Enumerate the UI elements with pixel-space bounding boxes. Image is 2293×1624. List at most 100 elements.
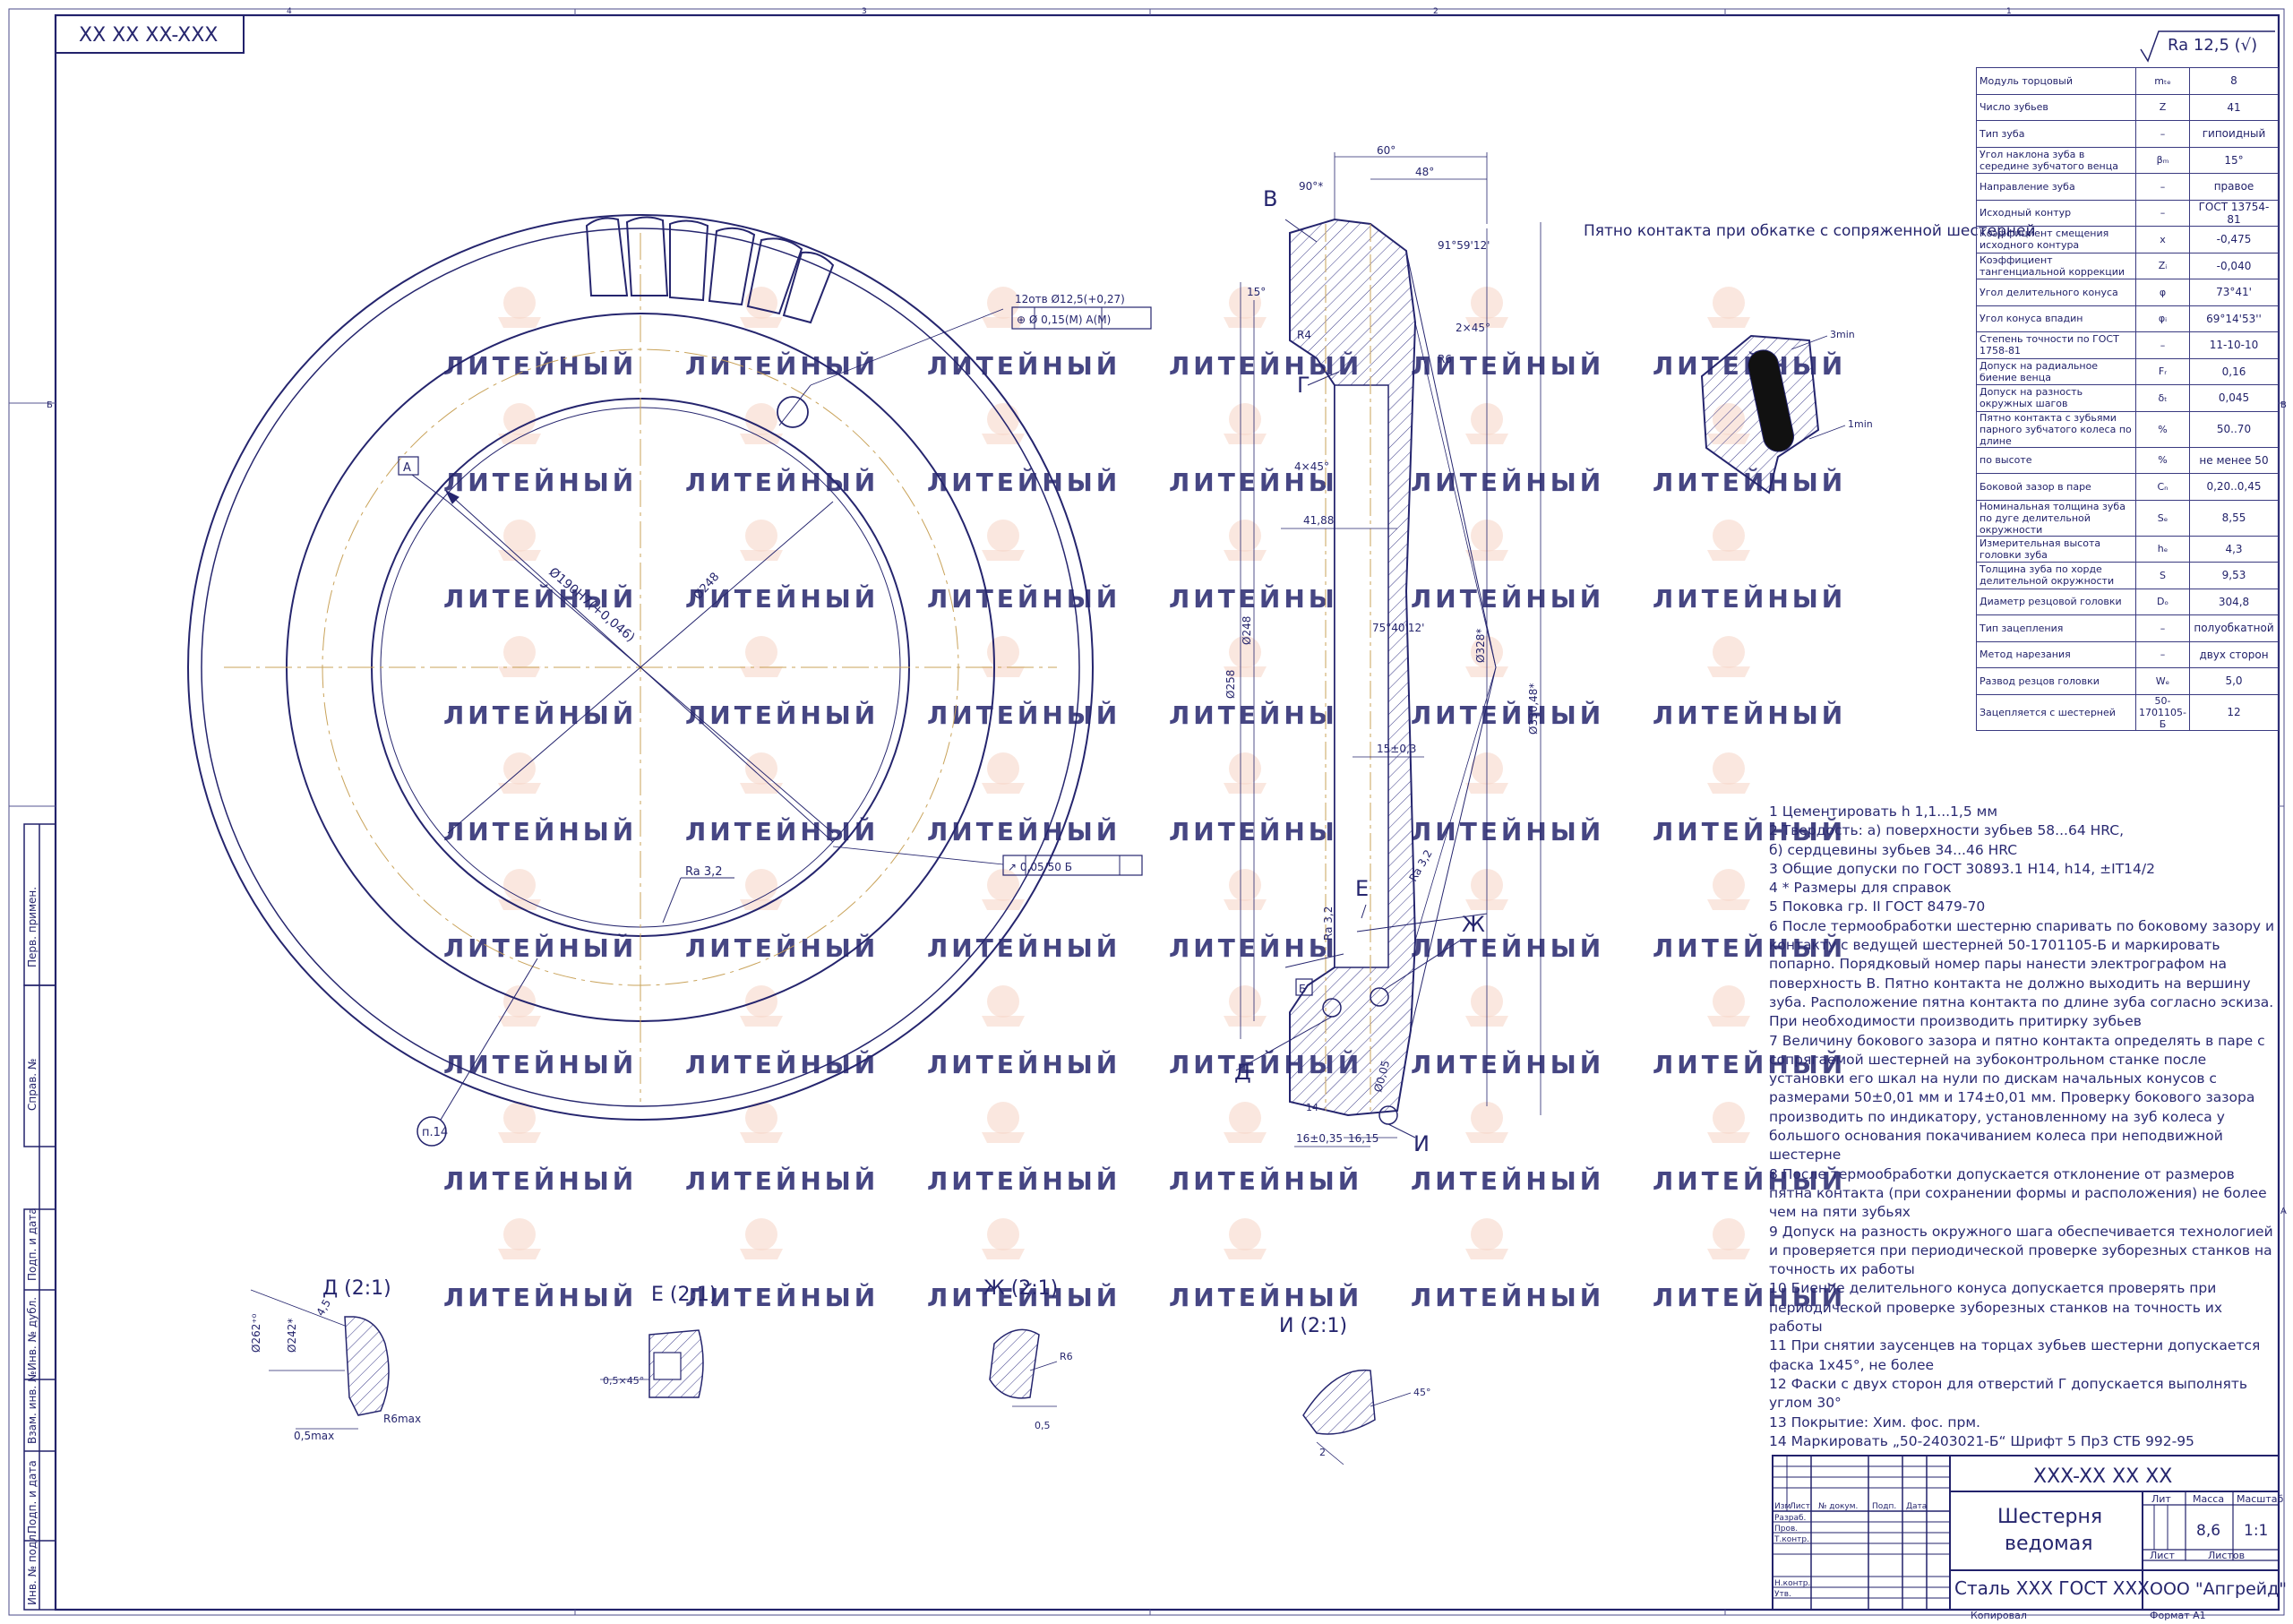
- param-name: Диаметр резцовой головки: [1975, 588, 2137, 615]
- zone-number-1: 1: [2006, 7, 2012, 16]
- front-ra-label: Ra 3,2: [685, 865, 723, 879]
- front-position-tol: ⊕ Ø 0,15(M) A(M): [1017, 314, 1111, 326]
- front-runout-tol: ↗ 0,05/50 Б: [1008, 861, 1072, 873]
- watermark-18: ЛИТЕЙНЫЙ: [1653, 583, 1846, 614]
- side-label-1: Перв. примен.: [26, 887, 39, 967]
- param-val: 9,53: [2189, 562, 2279, 589]
- section-label-d: Д: [1234, 1060, 1251, 1085]
- stamp-scale: 1:1: [2244, 1522, 2268, 1540]
- tech-note: 7 Величину бокового зазора и пятно конта…: [1769, 1032, 2265, 1164]
- zone-number-4: 4: [287, 7, 292, 16]
- side-label-2: Справ. №: [26, 1059, 39, 1111]
- watermark-38: ЛИТЕЙНЫЙ: [685, 1049, 879, 1079]
- param-name: Тип зацепления: [1975, 614, 2137, 642]
- section-dim-ra1: Ra 3,2: [1322, 907, 1335, 941]
- stamp-row-list: Лист: [1790, 1502, 1810, 1511]
- section-label-b: Б: [1299, 983, 1306, 995]
- watermark-43: ЛИТЕЙНЫЙ: [443, 1165, 637, 1196]
- detail-zh-title: Ж (2:1): [983, 1277, 1058, 1300]
- param-val: 41: [2189, 93, 2279, 121]
- param-row: Направление зуба–правое: [1975, 173, 2279, 201]
- param-val: 0,16: [2189, 357, 2279, 385]
- param-name: Допуск на радиальное биение венца: [1975, 357, 2137, 385]
- param-sym: Cₙ: [2135, 473, 2190, 501]
- detail-d-d5: 0,5max: [294, 1430, 334, 1442]
- tech-note: 4 * Размеры для справок: [1769, 880, 1952, 897]
- detail-i-d1: 45°: [1413, 1387, 1431, 1398]
- detail-i-d2: 2: [1319, 1447, 1326, 1458]
- param-val: 73°41': [2189, 279, 2279, 306]
- param-val: ГОСТ 13754-81: [2189, 199, 2279, 227]
- param-row: Толщина зуба по хорде делительной окружн…: [1975, 562, 2279, 589]
- tech-note: б) сердцевины зубьев 34...46 HRC: [1769, 841, 2018, 858]
- side-label-5: Взам. инв. №: [26, 1371, 39, 1444]
- watermark-45: ЛИТЕЙНЫЙ: [927, 1165, 1121, 1196]
- title-block: [1772, 1455, 2280, 1611]
- stamp-role-1: Разраб.: [1774, 1514, 1806, 1523]
- tech-note: 6 После термообработки шестерню спариват…: [1769, 917, 2275, 1030]
- param-sym: –: [2135, 331, 2190, 359]
- param-val: гипоидный: [2189, 120, 2279, 148]
- zone-letter-a: А: [2280, 1207, 2287, 1216]
- section-view: [1235, 152, 1542, 1147]
- watermark-grid: [498, 287, 1750, 1259]
- contact-sketch: [1700, 334, 1846, 494]
- watermark-8: ЛИТЕЙНЫЙ: [685, 467, 879, 497]
- param-name: Толщина зуба по хорде делительной окружн…: [1975, 562, 2137, 589]
- param-sym: Zᵢ: [2135, 252, 2190, 279]
- param-sym: Sₑ: [2135, 499, 2190, 537]
- param-sym: %: [2135, 410, 2190, 448]
- param-val: 0,20..0,45: [2189, 473, 2279, 501]
- param-sym: φ: [2135, 279, 2190, 306]
- watermark-41: ЛИТЕЙНЫЙ: [1411, 1049, 1604, 1079]
- tech-note: 1 Цементировать h 1,1...1,5 мм: [1769, 803, 1998, 820]
- section-dim-d248: Ø248: [1241, 616, 1253, 645]
- front-hole-note: 12отв Ø12,5(+0,27): [1015, 293, 1125, 305]
- param-val: 69°14'53'': [2189, 305, 2279, 332]
- watermark-16: ЛИТЕЙНЫЙ: [1169, 583, 1362, 614]
- watermark-47: ЛИТЕЙНЫЙ: [1411, 1165, 1604, 1196]
- section-dim-4x45: 4×45°: [1294, 460, 1329, 473]
- section-dim-r4: R4: [1297, 329, 1311, 341]
- tech-note: 10 Биение делительного конуса допускаетс…: [1769, 1280, 2223, 1336]
- section-dim-90: 90°*: [1299, 180, 1323, 193]
- watermark-36: ЛИТЕЙНЫЙ: [1653, 932, 1846, 963]
- param-val: 4,3: [2189, 535, 2279, 563]
- stamp-row-sign: Подп.: [1872, 1502, 1896, 1511]
- section-label-e: Е: [1355, 876, 1369, 901]
- section-dim-75deg: 75°40'12': [1372, 622, 1424, 634]
- detail-e-title: Е (2:1): [651, 1284, 717, 1306]
- stamp-lit-label: Лит: [2151, 1493, 2171, 1505]
- param-sym: Fᵣ: [2135, 357, 2190, 385]
- stamp-row-doc: № докум.: [1818, 1502, 1858, 1511]
- param-sym: –: [2135, 199, 2190, 227]
- param-sym: –: [2135, 614, 2190, 642]
- param-sym: Dₒ: [2135, 588, 2190, 615]
- stamp-sheets-label: Листов: [2208, 1550, 2245, 1561]
- stamp-format: Формат А1: [2150, 1610, 2206, 1620]
- watermark-22: ЛИТЕЙНЫЙ: [1169, 700, 1362, 730]
- stamp-mass: 8,6: [2196, 1522, 2220, 1540]
- watermark-48: ЛИТЕЙНЫЙ: [1653, 1165, 1846, 1196]
- watermark-2: ЛИТЕЙНЫЙ: [685, 350, 879, 381]
- section-dim-2x45: 2×45°: [1456, 322, 1490, 334]
- detail-zh-d2: 0,5: [1035, 1420, 1051, 1431]
- watermark-11: ЛИТЕЙНЫЙ: [1411, 467, 1604, 497]
- watermark-3: ЛИТЕЙНЫЙ: [927, 350, 1121, 381]
- param-val: не менее 50: [2189, 446, 2279, 474]
- section-dim-16-035: 16±0,35: [1296, 1132, 1343, 1145]
- section-dim-15-03: 15±0,3: [1377, 743, 1416, 755]
- stamp-sheet-label: Лист: [2150, 1550, 2175, 1561]
- stamp-name-2: ведомая: [2005, 1533, 2092, 1555]
- stamp-role-5: Н.контр.: [1774, 1579, 1810, 1588]
- detail-i-title: И (2:1): [1279, 1315, 1347, 1337]
- watermark-24: ЛИТЕЙНЫЙ: [1653, 700, 1846, 730]
- detail-e-d1: 0,5×45°: [603, 1375, 644, 1387]
- param-sym: hₑ: [2135, 535, 2190, 563]
- param-sym: –: [2135, 640, 2190, 668]
- tech-note: 9 Допуск на разность окружного шага обес…: [1769, 1223, 2273, 1278]
- side-label-4: Инв. № дубл.: [26, 1297, 39, 1371]
